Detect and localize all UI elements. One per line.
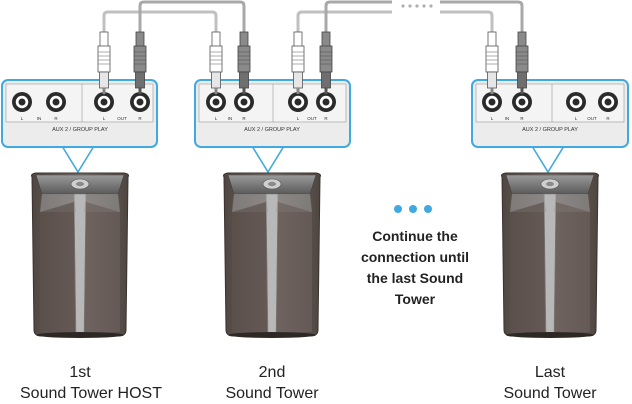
panel-tower-1: IN OUT L R L R AUX 2 / GROUP PLAY — [1, 79, 158, 174]
tower-2-caption: 2nd Sound Tower — [212, 362, 332, 404]
panel-tower-2: IN OUT L R L R AUX 2 / GROUP PLAY — [194, 79, 351, 174]
tower-last-ordinal: Last — [534, 364, 566, 381]
panel-l-label: L — [491, 116, 494, 121]
sound-tower-2 — [223, 172, 321, 339]
panel-r-label: R — [138, 116, 142, 121]
cable-continue-dots — [401, 4, 433, 8]
panel-l-label: L — [297, 116, 300, 121]
tower-2-name: Sound Tower — [225, 385, 319, 402]
panel-in-label: IN — [228, 116, 233, 121]
panel-in-label: IN — [505, 116, 510, 121]
panel-l-label: L — [215, 116, 218, 121]
tower-2-ordinal: 2nd — [258, 364, 286, 381]
panel-l-label: L — [103, 116, 106, 121]
tower-last-caption: Last Sound Tower — [490, 362, 610, 404]
tower-1-ordinal: 1st — [69, 364, 91, 381]
panel-r-label: R — [606, 116, 610, 121]
panel-r-label: R — [520, 116, 524, 121]
panel-out-label: OUT — [117, 116, 127, 121]
cables — [102, 0, 524, 34]
panel-r-label: R — [54, 116, 58, 121]
panel-out-label: OUT — [587, 116, 597, 121]
panel-l-label: L — [575, 116, 578, 121]
sound-tower-last — [501, 172, 599, 339]
continue-line-4: Tower — [394, 291, 436, 307]
panel-r-label: R — [242, 116, 246, 121]
panel-in-label: IN — [37, 116, 42, 121]
tower-1-caption: 1st Sound Tower HOST — [20, 362, 162, 404]
panel-label: AUX 2 / GROUP PLAY — [52, 127, 108, 133]
continue-line-1: Continue the — [372, 228, 458, 244]
panel-out-label: OUT — [307, 116, 317, 121]
panel-l-label: L — [21, 116, 24, 121]
panel-label: AUX 2 / GROUP PLAY — [522, 127, 578, 133]
panel-label: AUX 2 / GROUP PLAY — [244, 127, 300, 133]
sound-tower-1 — [31, 172, 129, 339]
continue-line-3: the last Sound — [366, 270, 464, 286]
continue-line-2: connection until — [360, 249, 470, 265]
continue-instruction: Continue the connection until the last S… — [350, 226, 480, 310]
panel-tower-last: IN OUT L R L R AUX 2 / GROUP PLAY — [471, 79, 629, 174]
continue-dots-icon — [394, 205, 432, 213]
panel-r-label: R — [324, 116, 328, 121]
tower-last-name: Sound Tower — [503, 385, 597, 402]
tower-1-name: Sound Tower HOST — [20, 385, 162, 402]
